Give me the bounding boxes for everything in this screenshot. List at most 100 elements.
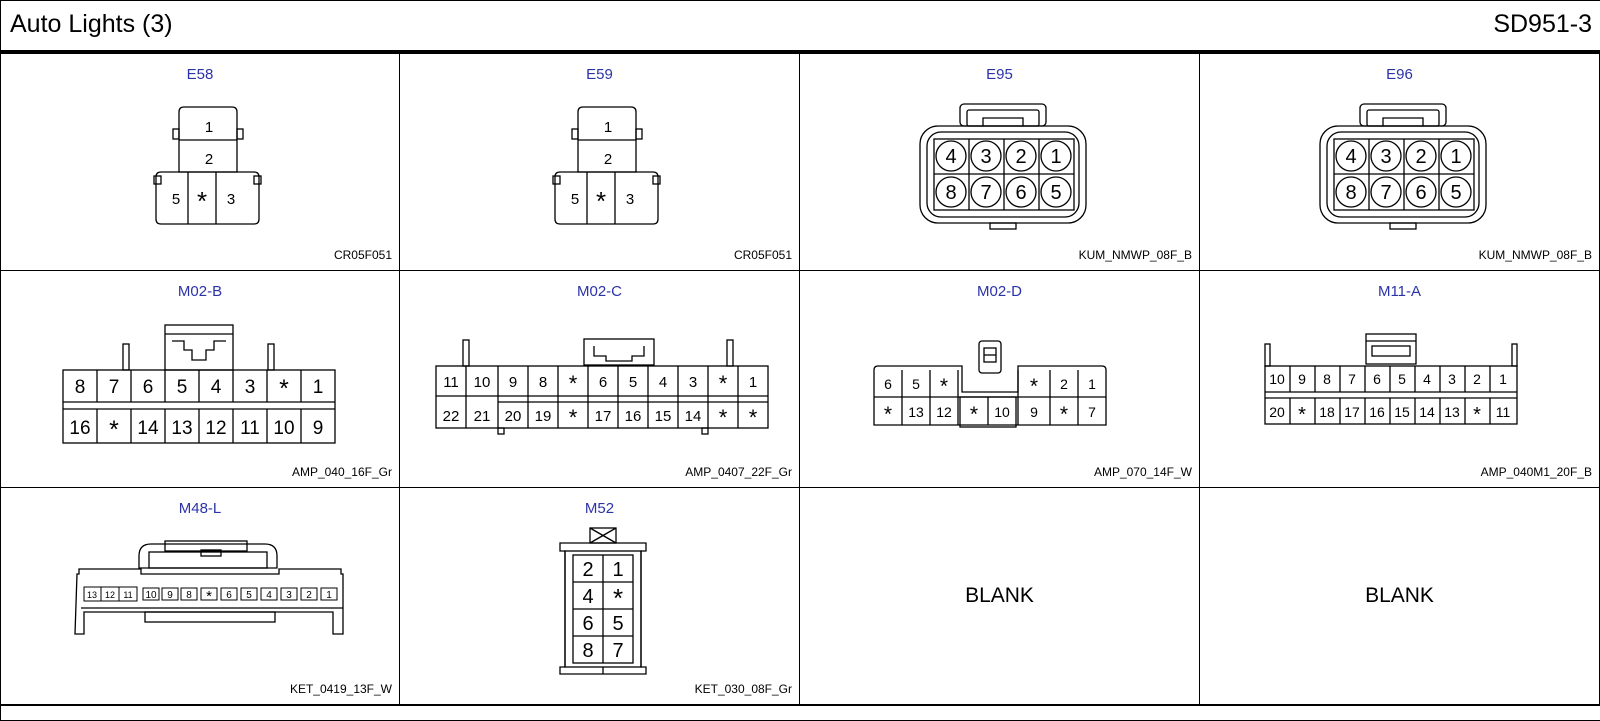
pin-label: 12 — [205, 418, 226, 439]
pin-label: 11 — [1496, 404, 1511, 420]
pin-label: 3 — [689, 374, 697, 391]
pin-label: 10 — [145, 590, 157, 601]
pin-label: 19 — [535, 408, 552, 425]
pin-label: * — [206, 588, 212, 605]
pin-label: 13 — [908, 404, 924, 420]
pin-label: 1 — [313, 377, 324, 398]
pin-label: 12 — [936, 404, 952, 420]
pin-label: * — [279, 375, 289, 403]
pin-label: 4 — [945, 146, 956, 168]
pin-label: 7 — [980, 182, 991, 204]
pin-label: 4 — [582, 586, 593, 608]
pin-label: 12 — [105, 590, 115, 600]
pin-label: 7 — [109, 377, 120, 398]
connector-type: KET_0419_13F_W — [289, 682, 392, 696]
pin-label: 3 — [286, 590, 292, 601]
pin-label: 16 — [625, 408, 642, 425]
connector-cell-m02-c: M02-C — [400, 271, 800, 488]
pin-label: 1 — [1450, 146, 1461, 168]
connector-cell-m52: M52 2 4 6 8 1 * — [400, 488, 800, 705]
pin-label: 1 — [1088, 376, 1096, 392]
blank-label: BLANK — [965, 584, 1034, 607]
pin-label: 5 — [1398, 371, 1406, 387]
connector-cell-e95: E95 4 3 — [800, 54, 1200, 271]
pin-label: 4 — [211, 377, 222, 398]
pin-label: 8 — [1345, 182, 1356, 204]
connector-name: M52 — [584, 500, 615, 517]
pin-label: 9 — [1298, 371, 1306, 387]
pin-label: * — [197, 186, 207, 216]
pin-label: 11 — [240, 418, 260, 439]
pin-label: 8 — [945, 182, 956, 204]
blank-cell: BLANK — [800, 488, 1200, 705]
pin-label: 10 — [273, 418, 294, 439]
pin-label: 6 — [143, 377, 154, 398]
connector-cell-m48-l: M48-L 13 — [0, 488, 400, 705]
pin-label: * — [970, 403, 978, 426]
pin-label: * — [749, 405, 758, 430]
pin-label: 8 — [186, 590, 192, 601]
pin-label: 5 — [1050, 182, 1061, 204]
diagram-code: SD951-3 — [1493, 10, 1592, 38]
pin-label: * — [1030, 375, 1038, 398]
pin-label: 6 — [226, 590, 232, 601]
pin-label: 1 — [612, 559, 623, 581]
pin-label: 6 — [1415, 182, 1426, 204]
connector-cell-m02-d: M02-D 6 5 * * — [800, 271, 1200, 488]
connector-type: AMP_040M1_20F_B — [1480, 465, 1592, 479]
pin-label: 3 — [245, 377, 256, 398]
pin-label: 16 — [69, 418, 90, 439]
pin-label: * — [719, 405, 728, 430]
connector-name: E96 — [1386, 66, 1413, 83]
pin-label: 6 — [1373, 371, 1381, 387]
pin-label: 14 — [1419, 404, 1435, 420]
pin-label: 6 — [582, 613, 593, 635]
pin-label: 4 — [1345, 146, 1356, 168]
pin-label: 2 — [1015, 146, 1026, 168]
pin-label: 13 — [1444, 404, 1460, 420]
pin-label: 3 — [227, 191, 235, 208]
pin-label: 17 — [595, 408, 612, 425]
connector-e58-diagram: 1 2 5 * 3 — [153, 106, 262, 225]
pin-label: 13 — [87, 590, 97, 600]
pin-label: 9 — [313, 418, 324, 439]
connector-m48-l-diagram: 13 12 11 10 9 8 * 6 5 4 3 2 1 — [74, 540, 344, 635]
connector-m52-diagram: 2 4 6 8 1 * 5 7 — [559, 527, 647, 675]
pin-label: 6 — [1015, 182, 1026, 204]
pin-label: 1 — [749, 374, 757, 391]
pin-label: 4 — [659, 374, 667, 391]
connector-e59-diagram: 1 2 5 * 3 — [552, 106, 661, 225]
pin-label: 4 — [266, 590, 272, 601]
pin-label: * — [596, 186, 606, 216]
pin-label: 10 — [474, 374, 491, 391]
pin-label: 1 — [1050, 146, 1061, 168]
page-header: Auto Lights (3) SD951-3 — [0, 0, 1600, 50]
pin-label: 2 — [582, 559, 593, 581]
connector-type: AMP_0407_22F_Gr — [685, 465, 792, 479]
pin-label: 8 — [539, 374, 547, 391]
pin-label: 5 — [571, 191, 579, 208]
pin-label: 3 — [1380, 146, 1391, 168]
pin-label: 13 — [171, 418, 192, 439]
pin-label: 7 — [612, 640, 623, 662]
pin-label: 17 — [1344, 404, 1360, 420]
pin-label: 2 — [1415, 146, 1426, 168]
pin-label: 2 — [1060, 376, 1068, 392]
pin-label: 16 — [1369, 404, 1385, 420]
connector-name: M02-C — [576, 283, 622, 300]
pin-label: 9 — [1030, 404, 1038, 420]
connector-type: KUM_NMWP_08F_B — [1478, 248, 1592, 262]
pin-label: * — [1060, 403, 1068, 426]
pin-label: 20 — [1269, 404, 1285, 420]
connector-m02-b-diagram: 8 7 6 5 4 3 * 1 16 * 14 13 12 11 10 9 — [62, 324, 336, 444]
pin-label: 8 — [582, 640, 593, 662]
pin-label: 15 — [655, 408, 672, 425]
pin-label: 8 — [75, 377, 86, 398]
pin-label: 6 — [884, 376, 892, 392]
pin-label: 3 — [626, 191, 634, 208]
pin-label: 1 — [205, 119, 213, 136]
pin-label: 1 — [1499, 371, 1507, 387]
pin-label: * — [1298, 404, 1306, 426]
connector-name: M02-D — [976, 283, 1022, 300]
